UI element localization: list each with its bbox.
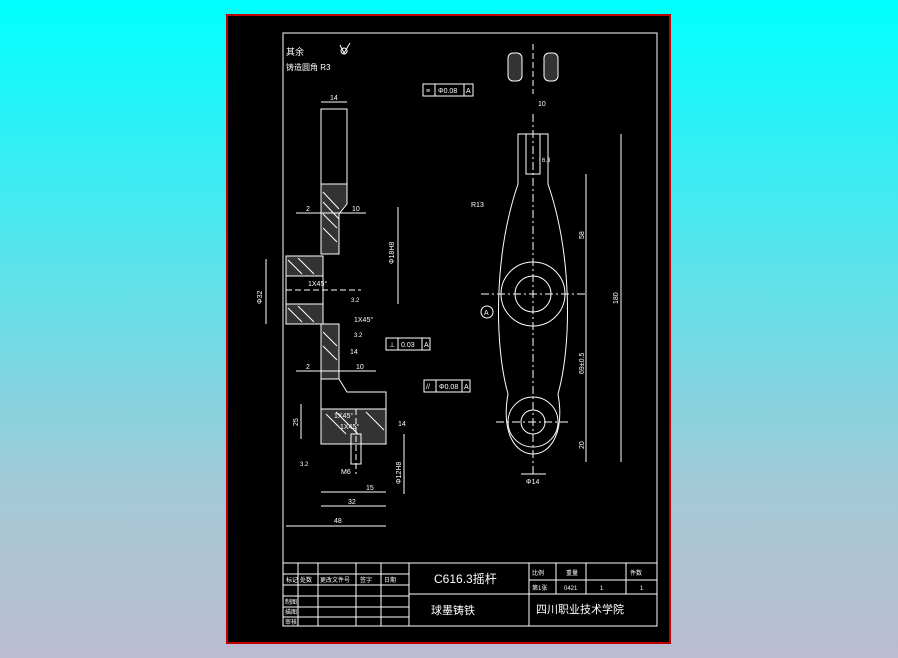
cad-drawing: 其余 铸造圆角 R3 14 2 10 Φ18H8 Φ32 1X45° 1X45°…	[226, 14, 671, 644]
dim-20: 20	[579, 441, 586, 449]
chamfer-4: 1X45°	[340, 423, 359, 431]
section-view	[285, 108, 387, 474]
roughness-icon	[339, 42, 351, 55]
fillet-note: 铸造圆角 R3	[286, 62, 331, 72]
dim-r13: R13	[471, 202, 484, 209]
tb-designed: 制图	[285, 598, 297, 606]
symmetry-frame: ≡ Φ0.08 A	[422, 83, 474, 97]
dim-hub: Φ32	[257, 291, 264, 304]
dim-10a: 10	[352, 206, 360, 213]
chamfer-3: 1X45°	[334, 412, 353, 420]
notes-label: 其余	[286, 46, 304, 57]
dim-2b: 2	[306, 364, 310, 371]
dim-d14: Φ14	[526, 479, 539, 486]
lever-outline	[481, 114, 586, 474]
svg-text:A: A	[464, 384, 469, 391]
tb-sign: 签字	[360, 576, 372, 584]
dim-hole: Φ12H8	[396, 462, 403, 484]
outer-frame	[226, 14, 671, 644]
tb-sheet-a: 1	[600, 586, 604, 592]
drawing-sheet: 其余 铸造圆角 R3 14 2 10 Φ18H8 Φ32 1X45° 1X45°…	[226, 14, 671, 644]
svg-text:A: A	[466, 88, 471, 95]
dim-69: 69±0.5	[579, 353, 586, 374]
thread-label: M6	[341, 469, 351, 476]
tb-approved: 审核	[285, 618, 297, 626]
datum-label: A	[484, 310, 489, 317]
dim-w32: 32	[348, 499, 356, 506]
dim-bore: Φ18H8	[389, 242, 396, 264]
dim-180: 180	[613, 292, 620, 304]
dim-slot: 10	[538, 101, 546, 108]
dim-58: 58	[579, 231, 586, 239]
dim-10b: 10	[356, 364, 364, 371]
material: 球墨铸铁	[431, 603, 475, 617]
dim-h25: 25	[293, 418, 300, 426]
title-block	[282, 562, 658, 627]
parallelism-frame: // Φ0.08 A	[423, 379, 471, 393]
tb-drawing-no: 0421	[564, 586, 578, 592]
svg-text:A: A	[424, 342, 429, 349]
svg-text:≡: ≡	[426, 88, 430, 95]
svg-text:0.03: 0.03	[401, 342, 415, 349]
school-name: 四川职业技术学院	[536, 602, 624, 616]
dim-2a: 2	[306, 206, 310, 213]
tb-rev: 标记	[286, 576, 298, 584]
dim-w15: 15	[366, 485, 374, 492]
svg-text:Φ0.08: Φ0.08	[438, 88, 457, 95]
ra-4: 6.3	[542, 158, 551, 164]
tb-checked: 描图	[285, 608, 297, 616]
dim-w14b: 14	[398, 421, 406, 428]
datum-circle	[480, 305, 494, 319]
part-name: C616.3摇杆	[434, 572, 497, 586]
top-sections	[507, 44, 559, 94]
svg-text:Φ0.08: Φ0.08	[439, 384, 458, 391]
tb-scale: 比例	[532, 569, 544, 577]
svg-text:⊥: ⊥	[389, 342, 395, 349]
tb-count: 件数	[630, 569, 642, 577]
perpendicularity-frame: ⊥ 0.03 A	[385, 337, 431, 351]
tb-date: 日期	[384, 576, 396, 584]
ra-3: 3.2	[300, 462, 309, 468]
dim-top-width: 14	[330, 95, 338, 102]
svg-text://: //	[426, 384, 430, 391]
tb-sheet: 第1张	[532, 584, 547, 592]
chamfer-1: 1X45°	[308, 280, 327, 288]
chamfer-2: 1X45°	[354, 316, 373, 324]
dim-w48: 48	[334, 518, 342, 525]
tb-file: 更改文件号	[320, 576, 350, 584]
tb-sheet-b: 1	[640, 586, 644, 592]
ra-2: 3.2	[354, 333, 363, 339]
ra-1: 3.2	[351, 298, 360, 304]
dim-w14: 14	[350, 349, 358, 356]
tb-zone: 处数	[300, 576, 312, 584]
tb-weight: 重量	[566, 569, 578, 577]
